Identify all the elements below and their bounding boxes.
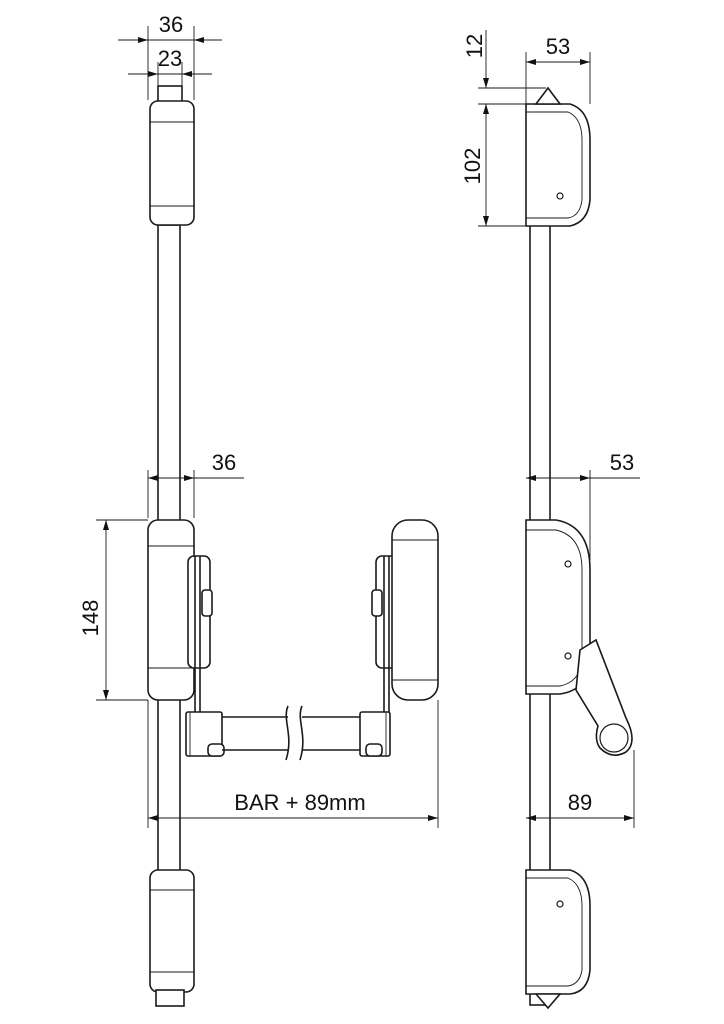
dim-front-mid-height: 148 [78,600,103,637]
side-lever [575,638,633,756]
dim-side-top-gap: 12 [462,34,487,58]
front-bottom-latch-tip [155,989,185,1007]
dim-side-top-width: 53 [546,34,570,59]
front-left-mechanism [185,555,225,757]
front-top-housing [149,100,195,226]
front-view [147,85,439,1007]
dim-side-top-height: 102 [460,148,485,185]
dim-top-width-inner: 23 [158,46,182,71]
dim-side-lever-projection: 89 [568,790,592,815]
side-bottom-latch-tip [534,993,562,1010]
dim-side-mid-width: 53 [610,450,634,475]
side-top-housing [525,103,591,227]
front-push-bar [222,705,360,761]
front-dimensions: 36 23 36 148 BAR + 89mm [78,12,439,828]
front-right-housing [391,519,439,701]
side-mid-screw-top [564,560,572,568]
dim-top-width-outer: 36 [159,12,183,37]
front-middle-housing [147,519,195,701]
side-bottom-housing [525,869,591,995]
side-dimensions: 53 12 102 53 89 [460,30,640,828]
side-bottom-screw [556,900,564,908]
dim-bar-length: BAR + 89mm [234,790,365,815]
side-middle-housing [525,519,591,695]
dim-front-mid-width: 36 [212,450,236,475]
side-mid-screw-bottom [564,652,572,660]
side-view [525,86,633,1010]
front-bottom-housing [149,869,195,993]
side-top-latch-tip [534,86,562,105]
side-top-screw [556,192,564,200]
